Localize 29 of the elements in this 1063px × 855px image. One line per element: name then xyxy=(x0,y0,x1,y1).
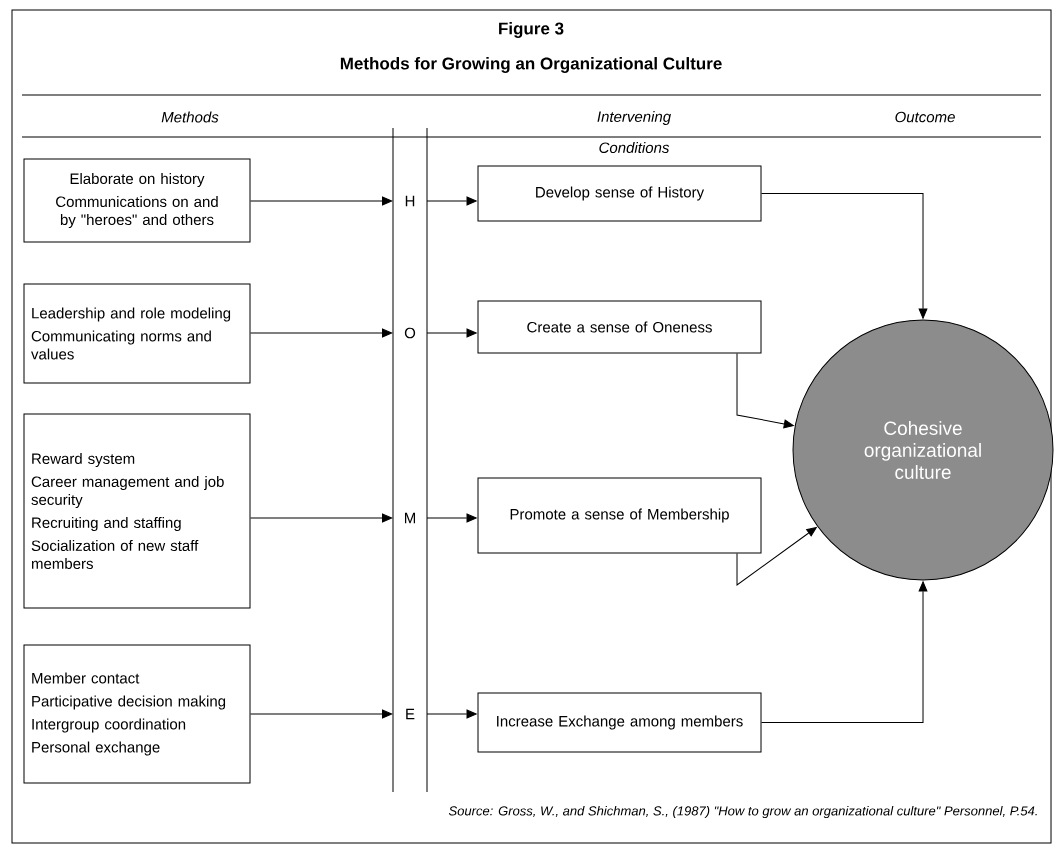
arrow xyxy=(736,526,817,586)
arrow xyxy=(736,353,794,429)
letter-label: M xyxy=(405,512,415,524)
figure-title: Figure 3 xyxy=(499,22,564,38)
arrow xyxy=(250,196,393,206)
figure-subtitle: Methods for Growing an Organizational Culture xyxy=(340,57,722,73)
method-box: Elaborate on history Communications on and by "heroes" and others xyxy=(23,158,251,243)
condition-box: Develop sense of History xyxy=(477,165,762,222)
letter-label: O xyxy=(404,327,416,339)
condition-box: Create a sense of Oneness xyxy=(477,300,762,354)
column-header: Methods xyxy=(161,111,219,123)
condition-box: Promote a sense of Membership xyxy=(477,477,762,554)
arrow xyxy=(250,328,393,338)
method-box: Member contact Participative decision making Intergroup coordination Personal exchange xyxy=(23,644,251,784)
method-box: Leadership and role modeling Communicating norms and values xyxy=(23,283,251,384)
arrow xyxy=(426,513,477,523)
arrow xyxy=(250,513,393,523)
letter-label: H xyxy=(405,195,415,207)
arrow xyxy=(426,196,477,206)
method-box: Reward system Career management and job security Recruiting and staffing Socialization of new staff members xyxy=(23,413,251,609)
arrow xyxy=(761,193,928,319)
condition-box: Increase Exchange among members xyxy=(477,692,762,753)
source-note: Source: Gross, W., and Shichman, S., (1987) "How to grow an organizational culture" Personnel, P.54. xyxy=(448,805,1037,819)
column-header: Outcome xyxy=(895,111,955,123)
letter-label: E xyxy=(406,708,415,720)
arrow xyxy=(426,709,477,719)
arrow xyxy=(761,581,928,723)
arrow xyxy=(426,328,477,338)
arrow xyxy=(250,709,393,719)
